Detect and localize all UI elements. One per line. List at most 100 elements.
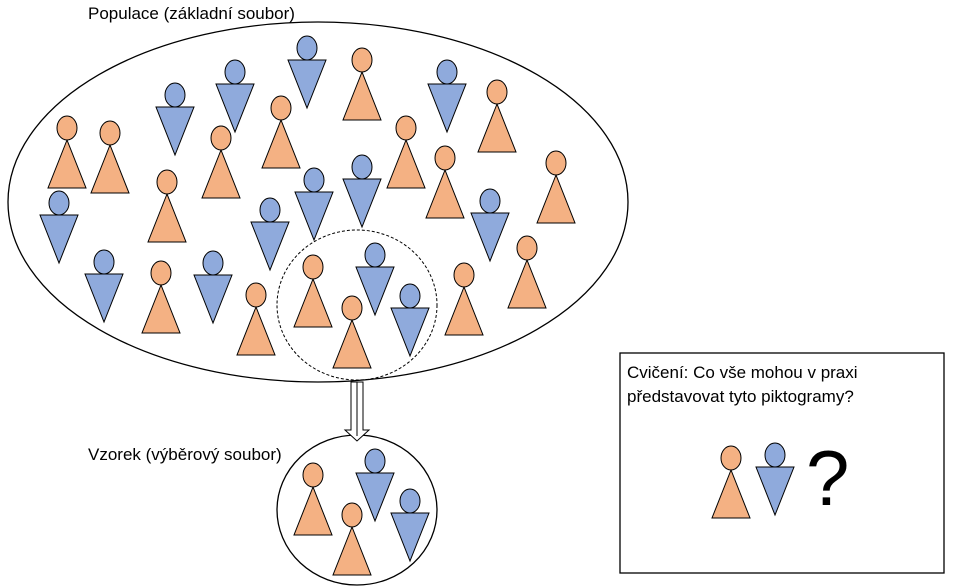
person-orange-icon <box>386 115 426 189</box>
question-mark: ? <box>806 434 849 522</box>
person-head-icon <box>364 448 386 474</box>
person-head-icon <box>720 445 742 471</box>
person-blue-icon <box>427 59 467 134</box>
person-body-icon <box>90 143 130 194</box>
person-orange-icon <box>332 295 372 369</box>
person-body-icon <box>215 83 255 134</box>
person-head-icon <box>545 150 567 176</box>
person-blue-icon <box>215 59 255 134</box>
person-body-icon <box>711 468 751 519</box>
person-head-icon <box>453 262 475 288</box>
person-head-icon <box>164 82 186 108</box>
person-orange-icon <box>332 502 372 576</box>
person-head-icon <box>224 59 246 85</box>
person-head-icon <box>56 115 78 141</box>
person-blue-icon <box>470 188 510 263</box>
person-body-icon <box>536 173 576 224</box>
person-head-icon <box>516 235 538 261</box>
exercise-line-1: Cvičení: Co vše mohou v praxi <box>627 363 858 382</box>
sample-label: Vzorek (výběrový soubor) <box>88 445 282 464</box>
person-blue-icon <box>287 35 327 110</box>
person-body-icon <box>47 138 87 189</box>
person-blue-icon <box>155 82 195 157</box>
person-body-icon <box>84 273 124 324</box>
person-orange-icon <box>261 95 301 169</box>
person-head-icon <box>259 197 281 223</box>
person-orange-icon <box>141 260 181 334</box>
person-head-icon <box>479 188 501 214</box>
person-blue-icon <box>755 442 795 517</box>
person-blue-icon <box>294 167 334 242</box>
person-body-icon <box>507 258 547 309</box>
person-orange-icon <box>444 262 484 336</box>
person-body-icon <box>294 191 334 242</box>
person-orange-icon <box>201 125 241 199</box>
person-orange-icon <box>147 169 187 243</box>
person-blue-icon <box>193 250 233 325</box>
person-head-icon <box>303 167 325 193</box>
person-head-icon <box>48 190 70 216</box>
person-body-icon <box>39 214 79 265</box>
person-head-icon <box>351 154 373 180</box>
person-head-icon <box>156 169 178 195</box>
population-ellipse <box>7 21 629 383</box>
person-blue-icon <box>390 283 430 358</box>
person-orange-icon <box>711 445 751 519</box>
person-orange-icon <box>342 47 382 121</box>
person-body-icon <box>390 307 430 358</box>
person-body-icon <box>342 178 382 229</box>
person-head-icon <box>302 254 324 280</box>
population-label: Populace (základní soubor) <box>88 4 295 23</box>
person-body-icon <box>390 512 430 563</box>
person-blue-icon <box>342 154 382 229</box>
person-orange-icon <box>47 115 87 189</box>
person-blue-icon <box>250 197 290 272</box>
person-orange-icon <box>293 462 333 536</box>
person-body-icon <box>236 305 276 356</box>
person-head-icon <box>99 120 121 146</box>
person-blue-icon <box>84 249 124 324</box>
person-orange-icon <box>507 235 547 309</box>
person-head-icon <box>202 250 224 276</box>
person-body-icon <box>342 70 382 121</box>
person-body-icon <box>193 274 233 325</box>
person-blue-icon <box>355 242 395 317</box>
person-orange-icon <box>536 150 576 224</box>
person-orange-icon <box>293 254 333 328</box>
person-head-icon <box>364 242 386 268</box>
person-body-icon <box>332 318 372 369</box>
person-body-icon <box>427 83 467 134</box>
person-head-icon <box>434 145 456 171</box>
person-orange-icon <box>236 282 276 356</box>
person-blue-icon <box>355 448 395 523</box>
exercise-line-2: představovat tyto piktogramy? <box>627 387 854 406</box>
person-head-icon <box>436 59 458 85</box>
person-head-icon <box>270 95 292 121</box>
person-body-icon <box>477 102 517 153</box>
person-head-icon <box>764 442 786 468</box>
person-head-icon <box>399 488 421 514</box>
person-body-icon <box>386 138 426 189</box>
person-head-icon <box>486 79 508 105</box>
person-head-icon <box>210 125 232 151</box>
person-body-icon <box>755 466 795 517</box>
person-head-icon <box>395 115 417 141</box>
person-body-icon <box>155 106 195 157</box>
person-body-icon <box>201 148 241 199</box>
person-body-icon <box>141 283 181 334</box>
down-arrow-icon <box>343 381 371 442</box>
person-head-icon <box>93 249 115 275</box>
person-head-icon <box>150 260 172 286</box>
person-body-icon <box>293 485 333 536</box>
person-head-icon <box>399 283 421 309</box>
person-blue-icon <box>390 488 430 563</box>
person-head-icon <box>302 462 324 488</box>
person-head-icon <box>351 47 373 73</box>
person-body-icon <box>332 525 372 576</box>
person-body-icon <box>425 168 465 219</box>
person-body-icon <box>287 59 327 110</box>
person-orange-icon <box>425 145 465 219</box>
person-blue-icon <box>39 190 79 265</box>
person-head-icon <box>245 282 267 308</box>
